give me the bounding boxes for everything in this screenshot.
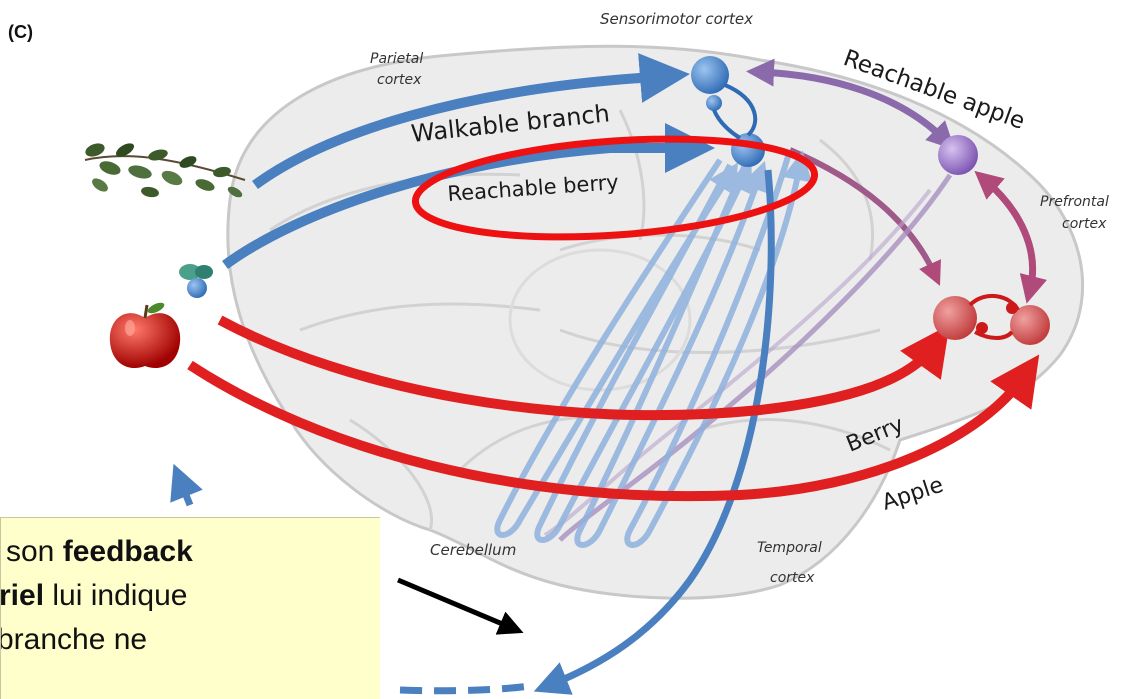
label-temporal-cortex-1: Temporal — [757, 540, 822, 556]
cerebellar-loops — [494, 149, 812, 548]
panel-label: (C) — [8, 22, 33, 42]
callout-line-2-post: lui indique — [44, 579, 188, 612]
brain-outline — [226, 44, 1085, 600]
callout-line-2: riel lui indique — [0, 574, 201, 618]
label-parietal-cortex-1: Parietal — [370, 51, 423, 67]
label-prefrontal-cortex-2: cortex — [1062, 216, 1107, 232]
callout-line-1-bold: feedback — [62, 535, 193, 568]
label-sensorimotor-cortex: Sensorimotor cortex — [600, 10, 753, 28]
neuron-nodes — [691, 56, 1050, 345]
callout-line-2-bold: riel — [0, 579, 45, 612]
sensorimotor-node-top — [691, 56, 729, 94]
prefrontal-apple-node — [938, 135, 978, 175]
small-feedback-arrow — [170, 463, 203, 507]
callout-line-3-text: branche ne — [0, 623, 148, 656]
callout-line-3: branche ne — [0, 618, 199, 662]
highlight-ellipse — [411, 135, 819, 241]
label-parietal-cortex-2: cortex — [377, 72, 422, 88]
pfc-node-left — [933, 296, 977, 340]
apple-icon — [109, 302, 181, 369]
feedback-dashed-line — [399, 682, 531, 695]
callout-line-1: i son feedback — [1, 530, 193, 574]
pfc-node-right — [1010, 305, 1050, 345]
branch-leaves-icon — [84, 143, 246, 198]
berry-icon — [179, 264, 213, 298]
label-apple: Apple — [879, 473, 946, 516]
sensorimotor-node-bottom — [731, 133, 765, 167]
callout-pointer-arrow — [397, 577, 524, 635]
blue-input-arrows — [222, 53, 715, 270]
label-cerebellum: Cerebellum — [430, 541, 516, 559]
motor-output-arrow — [533, 169, 775, 695]
sensorimotor-node-small — [706, 95, 722, 111]
callout-line-1-pre: i son — [1, 535, 55, 568]
red-arrows — [187, 315, 1040, 502]
feedback-callout-box: i son feedback riel lui indique branche … — [0, 517, 380, 699]
prefrontal-loop-arrow — [974, 170, 1047, 304]
label-temporal-cortex-2: cortex — [770, 570, 815, 586]
label-prefrontal-cortex-1: Prefrontal — [1040, 194, 1109, 210]
berry-pfc-arrow — [788, 147, 941, 286]
reachable-apple-arrow — [746, 58, 955, 150]
